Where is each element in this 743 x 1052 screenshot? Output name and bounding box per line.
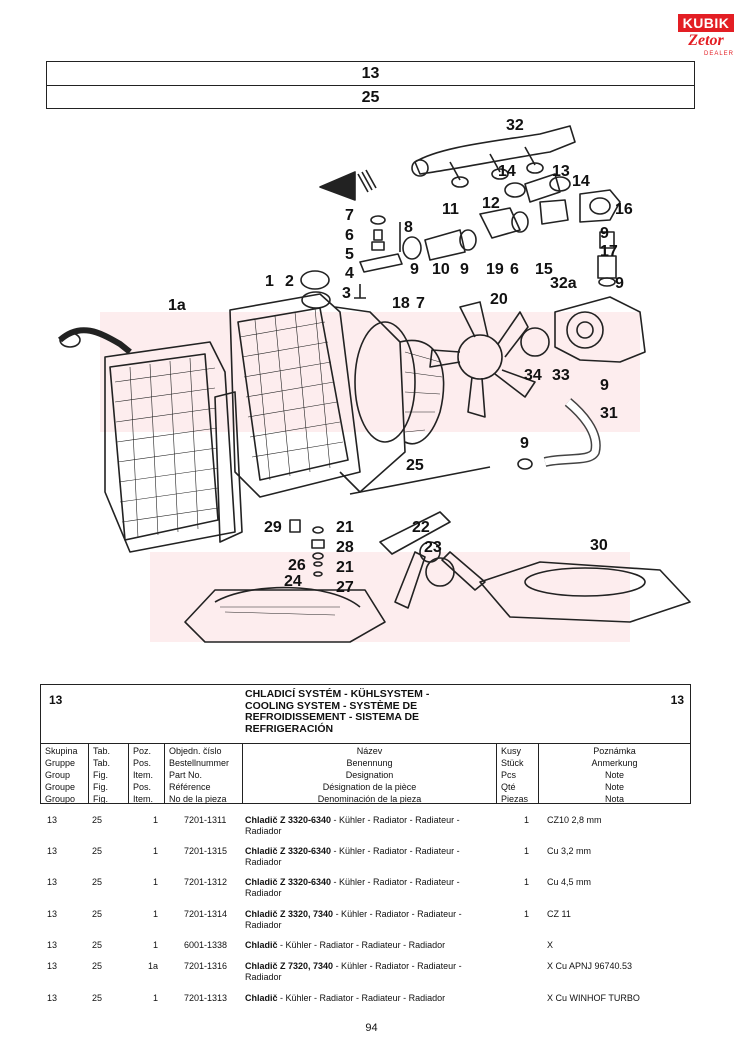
logo-sub: Zetor xyxy=(688,32,724,49)
callout-2: 2 xyxy=(285,273,294,290)
callout-19: 19 xyxy=(486,261,504,278)
callout-1a: 1a xyxy=(168,297,186,314)
callout-23: 23 xyxy=(424,539,442,556)
callout-16: 16 xyxy=(615,201,633,218)
callout-8: 8 xyxy=(404,219,413,236)
page-number: 94 xyxy=(365,1022,378,1034)
callout-32: 32 xyxy=(506,117,524,134)
callout-9e: 9 xyxy=(600,377,609,394)
section-title-line: CHLADICÍ SYSTÉM - KÜHLSYSTEM - xyxy=(245,688,430,700)
callout-28: 28 xyxy=(336,539,354,556)
callout-18: 18 xyxy=(392,295,410,312)
callout-7b: 7 xyxy=(416,295,425,312)
callout-9: 9 xyxy=(600,225,609,242)
callout-31: 31 xyxy=(600,405,618,422)
callout-1: 1 xyxy=(265,273,274,290)
callout-27: 27 xyxy=(336,579,354,596)
callout-6b: 6 xyxy=(510,261,519,278)
callout-6: 6 xyxy=(345,227,354,244)
callout-29: 29 xyxy=(264,519,282,536)
callout-13: 13 xyxy=(552,163,570,180)
section-group-right: 13 xyxy=(670,693,684,707)
section-title: CHLADICÍ SYSTÉM - KÜHLSYSTEM - COOLING S… xyxy=(245,688,430,735)
callout-9c: 9 xyxy=(460,261,469,278)
callout-24: 24 xyxy=(284,573,302,590)
cooling-system-exploded-diagram: 32 14 13 14 16 11 12 9 17 7 6 5 4 8 9 10… xyxy=(57,117,691,643)
callout-20: 20 xyxy=(490,291,508,308)
callout-32a: 32a xyxy=(550,275,577,292)
callout-17: 17 xyxy=(600,243,618,260)
logo-tag: DEALER xyxy=(703,51,734,57)
callout-34: 34 xyxy=(524,367,542,384)
watermark xyxy=(100,312,640,642)
direction-arrow xyxy=(319,171,356,201)
section-title-line: REFRIGERACIÓN xyxy=(245,722,334,735)
callout-14: 14 xyxy=(498,163,516,180)
section-title-line: COOLING SYSTEM - SYSTÈME DE xyxy=(245,699,418,712)
callout-4: 4 xyxy=(345,265,354,282)
callout-25: 25 xyxy=(406,457,424,474)
callout-21b: 21 xyxy=(336,559,354,576)
section-title-box: 13 CHLADICÍ SYSTÉM - KÜHLSYSTEM - COOLIN… xyxy=(40,684,691,744)
callout-26: 26 xyxy=(288,557,306,574)
callout-33: 33 xyxy=(552,367,570,384)
callout-9f: 9 xyxy=(520,435,529,452)
callout-3: 3 xyxy=(342,285,351,302)
callout-14b: 14 xyxy=(572,173,590,190)
table-number: 25 xyxy=(361,89,380,106)
callout-10: 10 xyxy=(432,261,450,278)
group-number: 13 xyxy=(47,62,694,86)
callout-11: 11 xyxy=(442,201,459,218)
col-position: Poz.Pos.Item.Pos.Item. xyxy=(129,744,165,804)
callout-30: 30 xyxy=(590,537,608,554)
callout-15: 15 xyxy=(535,261,553,278)
kubik-zetor-logo: KUBIK Zetor DEALER xyxy=(678,14,734,62)
group-header-box: 13 25 xyxy=(46,61,695,109)
callout-9b: 9 xyxy=(410,261,419,278)
callout-5: 5 xyxy=(345,246,354,263)
col-table: Tab.Tab.Fig.Fig.Fig. xyxy=(89,744,129,804)
callout-22: 22 xyxy=(412,519,430,536)
callout-9d: 9 xyxy=(615,275,624,292)
callout-7: 7 xyxy=(345,207,354,224)
logo-brand: KUBIK xyxy=(678,14,734,32)
callout-21: 21 xyxy=(336,519,354,536)
section-group-left: 13 xyxy=(49,693,63,707)
section-title-line: REFROIDISSEMENT - SISTEMA DE xyxy=(245,711,420,723)
callout-12: 12 xyxy=(482,195,500,212)
